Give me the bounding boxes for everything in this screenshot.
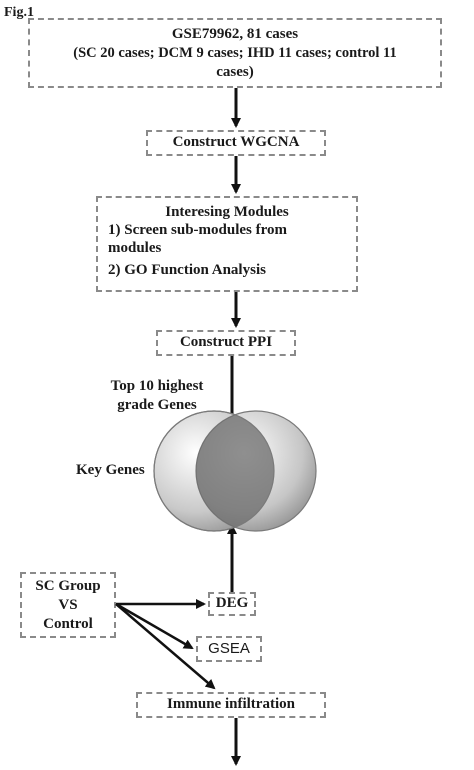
modules-box (96, 196, 358, 292)
dataset-box (28, 18, 442, 88)
sc-group-line-1: SC Group (35, 578, 101, 594)
ppi-box (156, 330, 296, 356)
modules-step1-b: modules (108, 240, 162, 256)
key-genes-label: Key Genes (76, 462, 145, 478)
arrow-sc-to-immune (115, 603, 216, 690)
modules-step1-a: 1) Screen sub-modules from (108, 222, 288, 238)
dataset-line-1: GSE79962, 81 cases (171, 26, 299, 42)
top10-line-2: grade Genes (117, 397, 197, 413)
deg-box (208, 592, 256, 616)
dataset-line-2: (SC 20 cases; DCM 9 cases; IHD 11 cases;… (73, 45, 397, 61)
gsea-box (196, 636, 262, 662)
sc-group-line-2: VS (58, 597, 78, 613)
venn-intersection (196, 411, 274, 531)
top10-line-1: Top 10 highest (110, 378, 204, 394)
figure-label: Fig.1 (4, 5, 34, 20)
modules-title: Interesing Modules (165, 204, 289, 220)
modules-step2: 2) GO Function Analysis (108, 262, 266, 278)
arrow-sc-to-gsea (115, 602, 194, 650)
deg-label: DEG (215, 595, 249, 611)
gsea-label: GSEA (208, 640, 250, 657)
ppi-label: Construct PPI (179, 334, 273, 350)
immune-label: Immune infiltration (167, 696, 295, 712)
sc-group-box (20, 572, 116, 638)
wgcna-box (146, 130, 326, 156)
sc-group-line-3: Control (43, 616, 93, 632)
wgcna-label: Construct WGCNA (172, 134, 300, 150)
dataset-line-3: cases) (216, 64, 254, 80)
immune-box (136, 692, 326, 718)
